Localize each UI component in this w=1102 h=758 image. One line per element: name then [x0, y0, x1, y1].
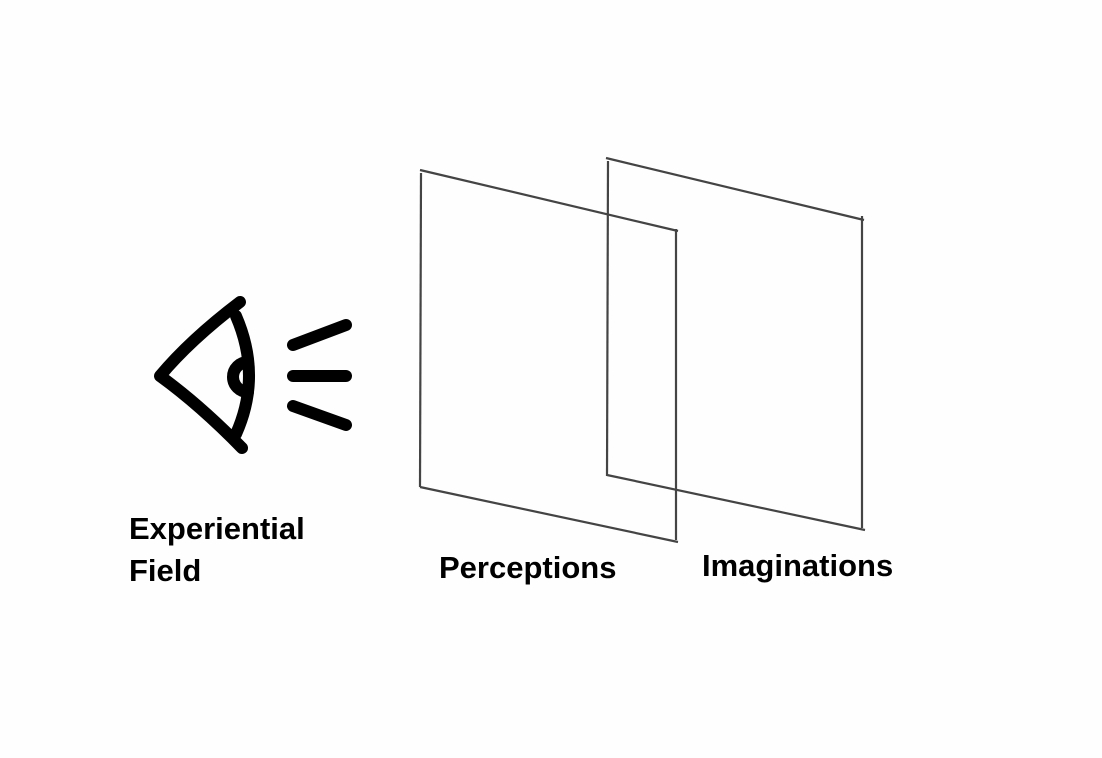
perceptions-panel: [418, 168, 679, 544]
vision-rays-icon: [287, 319, 352, 431]
imaginations-label: Imaginations: [702, 548, 894, 583]
experiential-field-label: Experiential Field: [129, 508, 305, 592]
experiential-label-line1: Experiential: [129, 511, 305, 546]
imaginations-panel: [605, 156, 866, 532]
eye-icon: [154, 296, 255, 454]
perceptions-label: Perceptions: [439, 550, 617, 585]
experiential-label-line2: Field: [129, 553, 202, 588]
